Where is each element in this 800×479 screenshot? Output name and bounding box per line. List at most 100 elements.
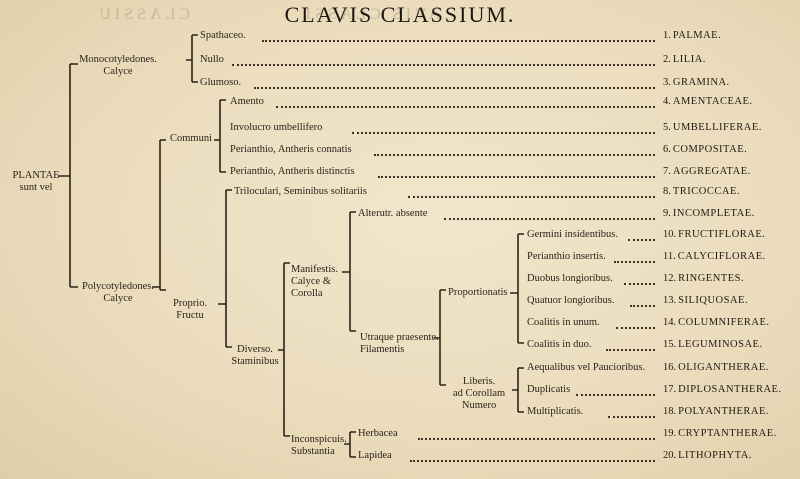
leader-10 [628, 231, 655, 241]
leaf-3: Glumoso. [200, 77, 242, 88]
class-entry: 16.OLIGANTHERAE. [663, 362, 769, 373]
class-number: 5. [663, 122, 671, 133]
leaf-19: Herbacea [358, 428, 398, 439]
class-number: 4. [663, 96, 671, 107]
group-proprio: Proprio. Fructu [173, 298, 207, 322]
class-name: TRICOCCAE. [672, 186, 741, 197]
leaf-12: Duobus longioribus. [527, 273, 613, 284]
leaf-9: Alterutr. absente [358, 208, 428, 219]
class-name: SILIQUOSAE. [678, 295, 749, 306]
liberis-line-3: Numero [461, 400, 497, 411]
leaf-17: Duplicatis [527, 384, 571, 395]
monocot-line-2: Calyce [103, 66, 133, 77]
leaf-18: Multiplicatis. [527, 406, 584, 417]
class-number: 12. [663, 273, 677, 284]
class-entry: 14.COLUMNIFERAE. [663, 317, 770, 328]
group-utraque: Utraque praesente. Filamentis [360, 332, 439, 356]
leader-3 [254, 79, 655, 89]
inconspicuis-line-1: Inconspicuis. [291, 434, 347, 445]
class-number: 7. [663, 166, 671, 177]
polycot-line-2: Calyce [103, 293, 133, 304]
class-name: CRYPTANTHERAE. [678, 428, 777, 439]
class-number: 13. [663, 295, 677, 306]
class-name: COMPOSITAE. [672, 144, 748, 155]
liberis-line-1: Liberis. [462, 376, 496, 387]
group-monocot: Monocotyledones. Calyce [79, 54, 157, 78]
class-entry: 12.RINGENTES. [663, 273, 744, 284]
class-entry: 19.CRYPTANTHERAE. [663, 428, 777, 439]
leaf-15: Coalitis in duo. [527, 339, 592, 350]
diverso-line-2: Staminibus [231, 356, 279, 367]
leader-2 [232, 56, 655, 66]
bracket-communi [214, 99, 226, 173]
leader-17 [576, 386, 655, 396]
class-number: 8. [663, 186, 671, 197]
leaf-2: Nullo [200, 54, 224, 65]
class-name: INCOMPLETAE. [672, 208, 755, 219]
class-entry: 7.AGGREGATAE. [663, 166, 751, 177]
class-entry: 9.INCOMPLETAE. [663, 208, 755, 219]
class-entry: 8.TRICOCCAE. [663, 186, 740, 197]
leader-20 [410, 452, 655, 462]
class-name: POLYANTHERAE. [678, 406, 770, 417]
class-name: RINGENTES. [678, 273, 745, 284]
bracket-inconspicuis [344, 431, 356, 458]
class-name: CALYCIFLORAE. [677, 251, 766, 262]
leaf-14: Coalitis in unum. [527, 317, 600, 328]
leader-9 [444, 210, 655, 220]
bracket-monocot [186, 34, 198, 83]
group-proportionatis: Proportionatis [448, 287, 508, 298]
class-name: FRUCTIFLORAE. [678, 229, 766, 240]
class-entry: 17.DIPLOSANTHERAE. [663, 384, 782, 395]
leaf-8: Triloculari, Seminibus solitariis [234, 186, 367, 197]
class-number: 19. [663, 428, 677, 439]
group-manifestis: Manifestis. Calyce & Corolla [291, 264, 338, 300]
bracket-polycot [152, 139, 166, 291]
class-entry: 5.UMBELLIFERAE. [663, 122, 762, 133]
class-name: AMENTACEAE. [672, 96, 753, 107]
leaf-13: Quatuor longioribus. [527, 295, 615, 306]
class-name: UMBELLIFERAE. [672, 122, 762, 133]
utraque-line-2: Filamentis [360, 344, 405, 355]
group-communi: Communi [170, 133, 213, 144]
bracket-manifestis [342, 211, 356, 332]
group-inconspicuis: Inconspicuis. Substantia [291, 434, 347, 458]
class-number: 11. [663, 251, 676, 262]
proprio-line-1: Proprio. [172, 298, 208, 309]
leader-4 [276, 98, 655, 108]
leaf-4: Amento [230, 96, 264, 107]
leaf-16: Aequalibus vel Paucioribus. [527, 362, 646, 373]
class-number: 14. [663, 317, 677, 328]
leader-15 [606, 341, 655, 351]
leader-19 [418, 430, 655, 440]
leader-14 [616, 319, 655, 329]
class-entry: 2.LILIA. [663, 54, 706, 65]
proprio-line-2: Fructu [176, 310, 204, 321]
class-name: PALMAE. [672, 30, 722, 41]
class-entry: 4.AMENTACEAE. [663, 96, 753, 107]
class-number: 16. [663, 362, 677, 373]
monocot-line-1: Monocotyledones. [79, 54, 157, 65]
bracket-root [58, 63, 78, 288]
root-line-1: PLANTAE [12, 170, 60, 181]
leader-12 [624, 275, 655, 285]
class-number: 3. [663, 77, 671, 88]
class-entry: 3.GRAMINA. [663, 77, 730, 88]
manifestis-line-2: Calyce & [291, 276, 331, 287]
group-diverso: Diverso. Staminibus [231, 344, 278, 368]
class-name: LEGUMINOSAE. [678, 339, 763, 350]
utraque-line-1: Utraque praesente. [360, 332, 439, 343]
class-entry: 6.COMPOSITAE. [663, 144, 747, 155]
manifestis-line-3: Corolla [291, 288, 323, 299]
leader-7 [378, 168, 655, 178]
leaf-5: Involucro umbellifero [230, 122, 323, 133]
class-number: 6. [663, 144, 671, 155]
leader-18 [608, 408, 655, 418]
class-number: 10. [663, 229, 677, 240]
root-line-2: sunt vel [19, 182, 53, 193]
class-entry: 13.SILIQUOSAE. [663, 295, 748, 306]
leader-13 [630, 297, 655, 307]
leaf-6: Perianthio, Antheris connatis [230, 144, 352, 155]
